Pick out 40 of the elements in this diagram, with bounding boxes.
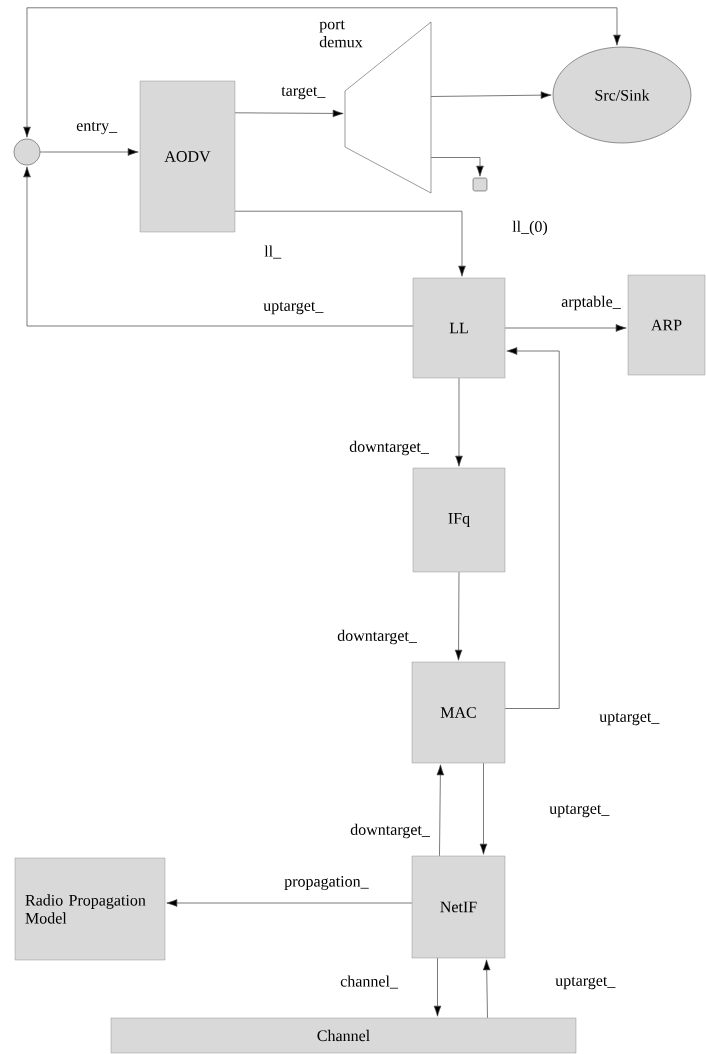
edge-label: downtarget_ [348,439,430,457]
edge-label: channel_ [339,974,399,990]
arrow [234,109,344,118]
arrow [430,91,552,99]
arrow [454,571,463,661]
arrow [23,166,414,327]
edge-label: uptarget_ [548,803,611,819]
arrow [39,148,139,156]
arrow [482,959,491,1019]
arrow [23,7,621,138]
edge-label: uptarget_ [598,711,661,727]
entry-point [13,138,41,166]
module-box: LL [412,277,506,379]
edge-label: uptarget_ [554,975,617,991]
edge-label: arptable_ [560,294,622,312]
arrow [430,157,484,177]
module-box: ARP [627,274,706,376]
arrow [234,210,466,277]
edge-label: downtarget_ [336,628,418,646]
module-box: NetIF [411,855,506,959]
edge-label: ll_ [263,244,283,260]
arrow [504,324,627,332]
arrow [479,762,488,855]
edge-label: entry_ [75,120,119,136]
arrow [433,957,442,1017]
arrow [166,899,413,907]
sink-box [472,177,488,192]
arrow [504,347,560,709]
edge-label: uptarget_ [262,300,325,316]
edge-label: propagation_ [283,875,370,892]
module-box: IFq [412,467,506,573]
edge-label: downtarget_ [349,822,431,840]
node-label: port [319,20,345,33]
text-label: ll_(0) [511,219,549,237]
module-box: Radio Propagation Model [14,857,166,961]
arrow [455,377,463,467]
channel-bar: Channel [110,1017,577,1054]
arrow [436,764,445,857]
module-box: MAC [411,661,506,764]
module-box: AODV [139,80,236,233]
